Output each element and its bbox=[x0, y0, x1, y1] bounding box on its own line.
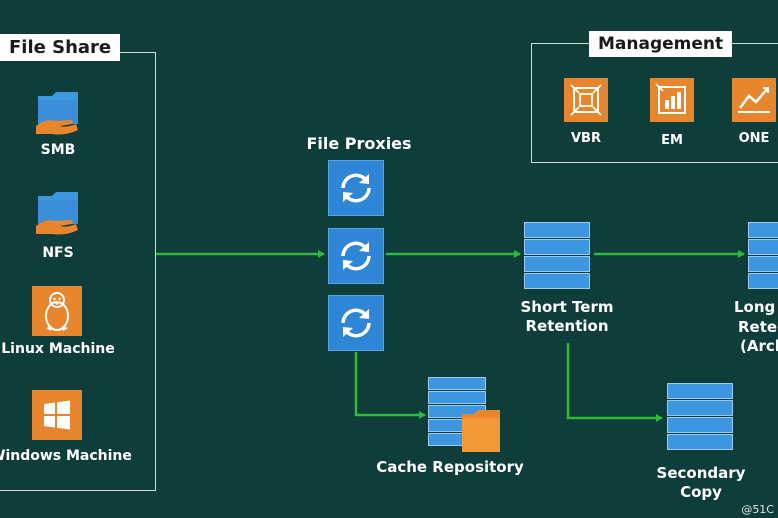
sync-arrows-icon bbox=[341, 241, 371, 271]
folder-hand-icon bbox=[36, 192, 78, 235]
file-proxies-title: File Proxies bbox=[306, 134, 412, 153]
storage-slab bbox=[428, 391, 486, 404]
long-term-label-line3: (Arcl bbox=[740, 337, 778, 355]
storage-slab bbox=[524, 222, 590, 238]
folder-icon bbox=[462, 410, 500, 452]
arrow-short-term-to-secondary bbox=[566, 343, 663, 422]
storage-slab bbox=[524, 273, 590, 289]
one-tile bbox=[732, 78, 776, 122]
linux-penguin-icon bbox=[45, 292, 69, 331]
storage-slab bbox=[667, 417, 733, 433]
em-label: EM bbox=[661, 133, 683, 148]
smb-label: SMB bbox=[40, 142, 76, 158]
windows-tile bbox=[32, 390, 82, 440]
long-term-storage-stack bbox=[748, 222, 778, 290]
watermark: @51C bbox=[741, 503, 774, 516]
linux-tile bbox=[32, 286, 82, 336]
vbr-icon bbox=[570, 84, 602, 116]
windows-machine-label: Windows Machine bbox=[0, 448, 132, 464]
storage-slab bbox=[667, 383, 733, 399]
storage-slab bbox=[667, 434, 733, 450]
cache-repository-label: Cache Repository bbox=[376, 458, 524, 476]
file-proxy-2 bbox=[328, 228, 384, 284]
one-chart-icon bbox=[738, 87, 770, 113]
file-proxy-1 bbox=[328, 160, 384, 216]
file-share-title: File Share bbox=[0, 34, 121, 61]
long-term-label-line1: Long bbox=[734, 298, 776, 316]
storage-slab bbox=[428, 377, 486, 390]
one-label: ONE bbox=[738, 131, 770, 146]
short-term-storage-stack bbox=[524, 222, 590, 290]
sync-arrows-icon bbox=[341, 173, 371, 203]
management-title: Management bbox=[589, 31, 733, 57]
storage-slab bbox=[748, 239, 778, 255]
em-tile bbox=[650, 78, 694, 122]
storage-slab bbox=[667, 400, 733, 416]
short-term-label-line2: Retention bbox=[525, 317, 609, 335]
vbr-label: VBR bbox=[571, 131, 601, 146]
arrow-proxy-to-cache bbox=[354, 352, 426, 419]
folder-hand-icon bbox=[36, 92, 78, 135]
storage-slab bbox=[524, 256, 590, 272]
nfs-label: NFS bbox=[42, 245, 74, 261]
windows-logo-icon bbox=[44, 400, 70, 430]
short-term-label-line1: Short Term bbox=[520, 298, 614, 316]
file-proxy-3 bbox=[328, 295, 384, 351]
secondary-copy-storage-stack bbox=[667, 383, 733, 451]
vbr-tile bbox=[564, 78, 608, 122]
storage-slab bbox=[748, 256, 778, 272]
em-icon bbox=[655, 83, 686, 114]
secondary-copy-label-line2: Copy bbox=[680, 483, 722, 501]
storage-slab bbox=[748, 222, 778, 238]
storage-slab bbox=[524, 239, 590, 255]
secondary-copy-label-line1: Secondary bbox=[656, 464, 746, 482]
storage-slab bbox=[748, 273, 778, 289]
sync-arrows-icon bbox=[341, 308, 371, 338]
long-term-label-line2: Reter bbox=[738, 318, 778, 336]
linux-machine-label: Linux Machine bbox=[1, 341, 115, 357]
